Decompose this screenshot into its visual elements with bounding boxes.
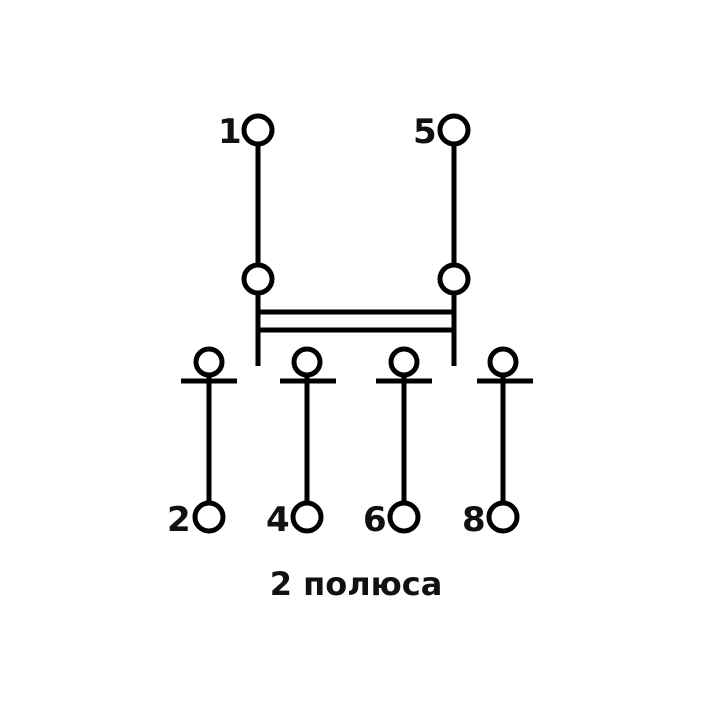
contact-8-tip — [487, 346, 519, 378]
pole-5-pivot — [437, 262, 471, 296]
terminal-4 — [290, 500, 324, 534]
terminal-2 — [192, 500, 226, 534]
caption: 2 полюса — [270, 565, 443, 603]
terminal-6 — [387, 500, 421, 534]
terminal-1 — [241, 113, 275, 147]
terminal-1-label: 1 — [218, 112, 242, 152]
terminal-8 — [486, 500, 520, 534]
terminal-4-label: 4 — [266, 500, 290, 540]
terminal-5 — [437, 113, 471, 147]
terminal-8-label: 8 — [462, 500, 486, 540]
contact-6-tip — [388, 346, 420, 378]
contact-2-tip — [193, 346, 225, 378]
contact-4-tip — [291, 346, 323, 378]
terminal-2-label: 2 — [167, 500, 191, 540]
terminal-5-label: 5 — [413, 112, 437, 152]
terminal-6-label: 6 — [363, 500, 387, 540]
pole-1-pivot — [241, 262, 275, 296]
